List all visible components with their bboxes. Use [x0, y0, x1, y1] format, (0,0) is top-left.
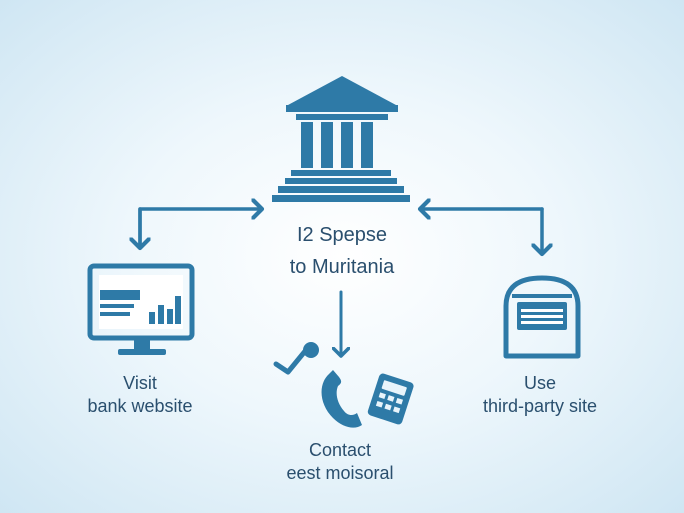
center-label-line2: to Muritania	[289, 256, 395, 278]
third-party-label-line2: third-party site	[482, 396, 598, 416]
center-label-line1: I2 Spepse	[296, 224, 388, 246]
contact-label-line2: eest moisoral	[286, 463, 394, 483]
contact-label-line1: Contact	[308, 440, 372, 460]
pin-check-icon	[273, 342, 319, 375]
calculator-icon	[367, 373, 414, 425]
mailbox-icon	[503, 275, 581, 359]
desktop-monitor-icon	[87, 263, 195, 355]
bank-building-icon	[272, 76, 410, 202]
bank-website-label-line1: Visit	[123, 373, 157, 393]
phone-handset-icon	[321, 370, 362, 428]
third-party-label-line1: Use	[523, 373, 556, 393]
bank-website-label-line2: bank website	[87, 396, 193, 416]
